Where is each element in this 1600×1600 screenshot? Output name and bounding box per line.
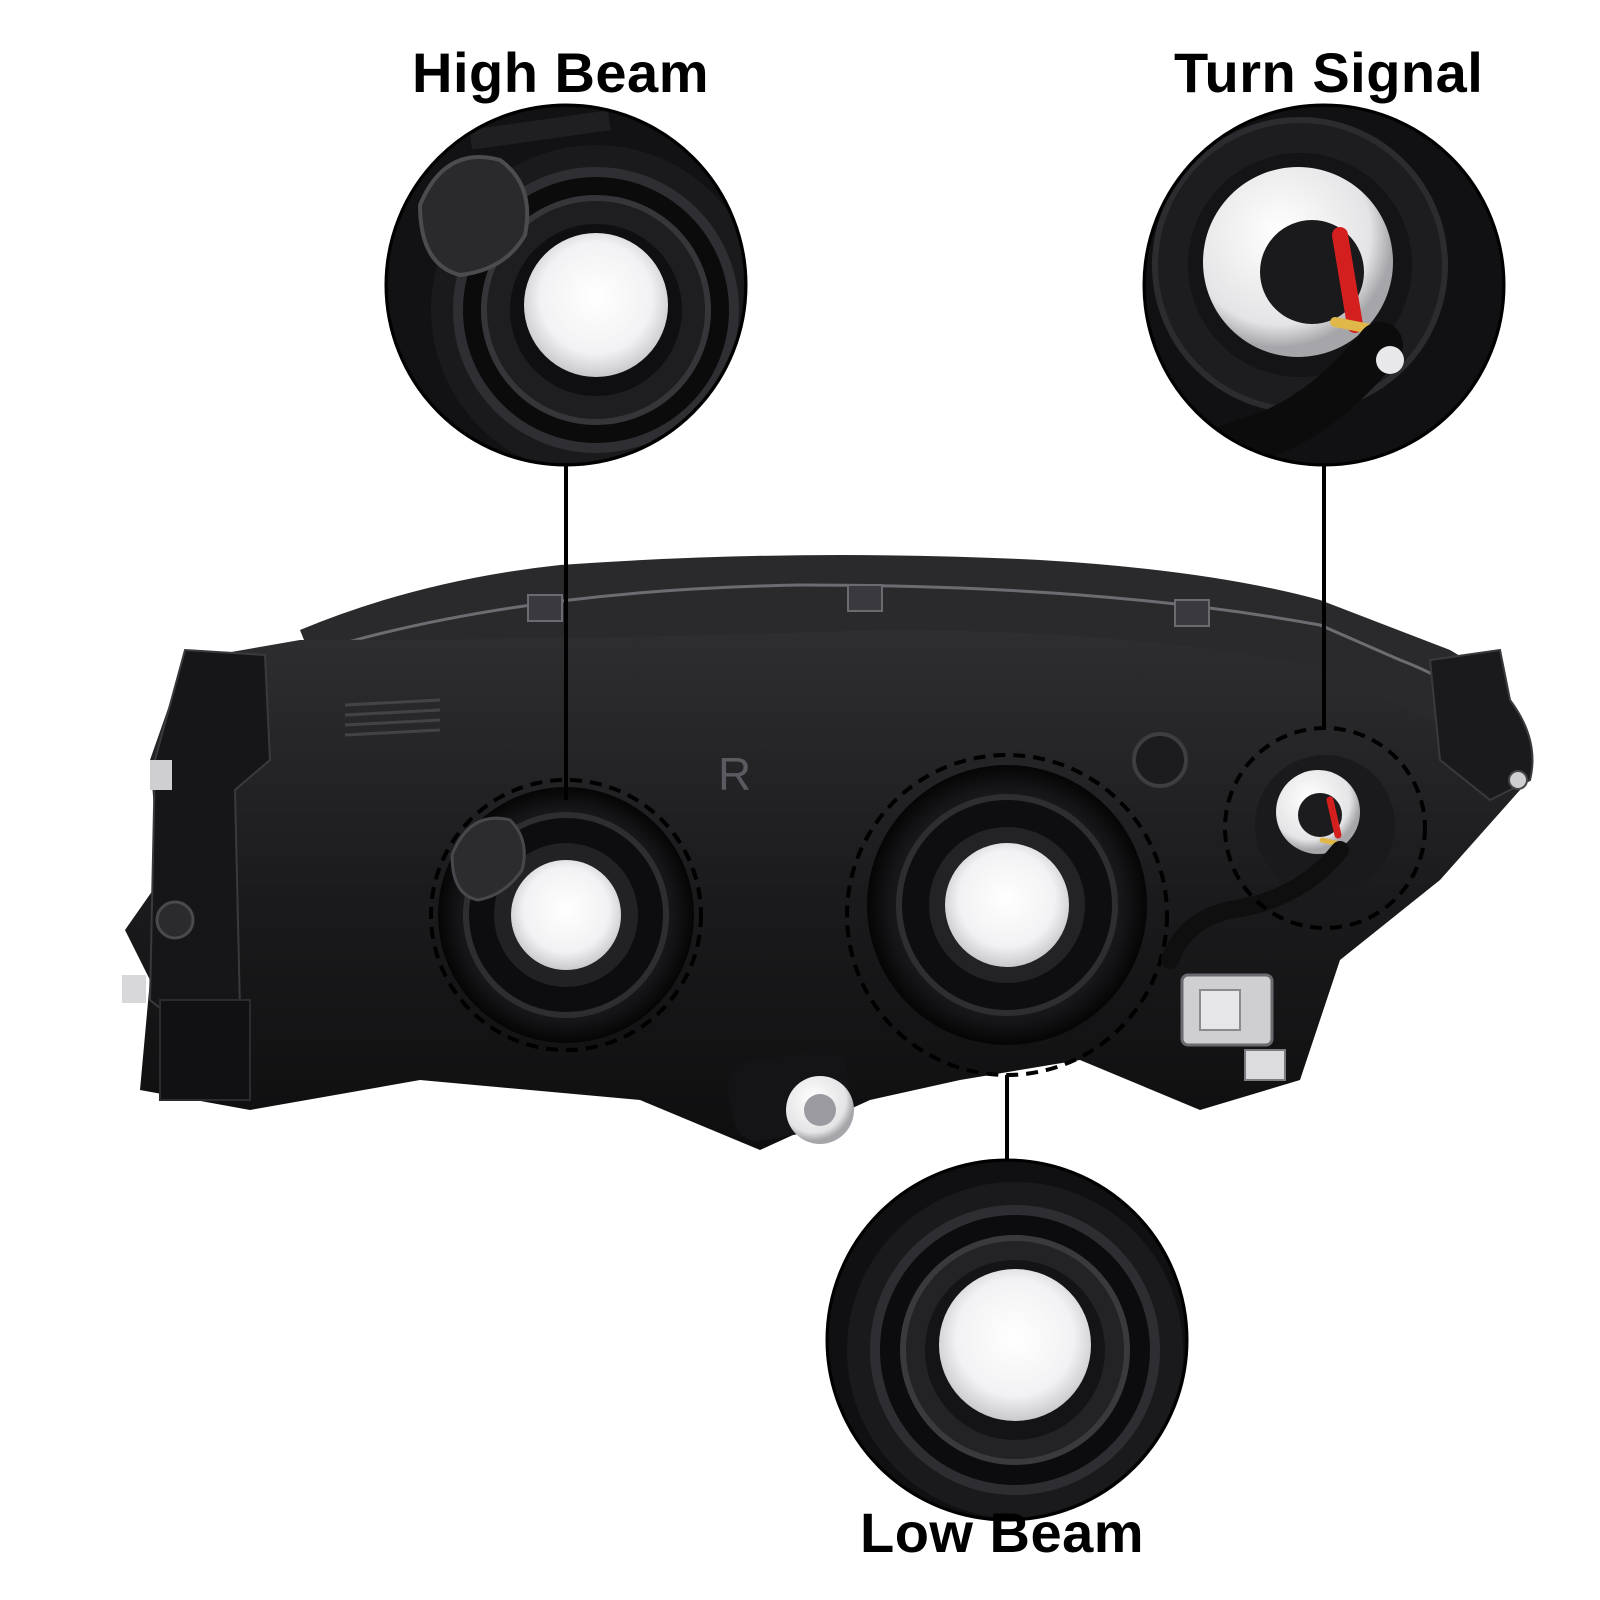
right-mount-screw: [1508, 770, 1528, 790]
high-beam-socket: [438, 787, 694, 1043]
left-mount-tab: [150, 760, 172, 790]
high-beam-lens: [511, 860, 621, 970]
high-beam-locking-tab: [450, 816, 526, 902]
level-adjuster: [1132, 732, 1188, 788]
high-beam-dashed-ring: [429, 778, 703, 1052]
top-clip: [1174, 599, 1210, 627]
turn-signal-zoom-wire-red: [1332, 227, 1363, 333]
embossed-text-block: [344, 698, 441, 737]
turn-signal-harness: [1161, 841, 1349, 969]
high-beam-label: High Beam: [412, 41, 709, 104]
turn-signal-zoom-harness: [1157, 322, 1403, 463]
low-beam-lens: [945, 843, 1069, 967]
top-clip: [527, 594, 563, 622]
turn-signal-wire-red: [1326, 796, 1342, 839]
low-beam-zoom-lens: [939, 1269, 1091, 1421]
top-clip: [847, 584, 883, 612]
housing-chrome-edge: [319, 583, 1502, 741]
side-marking: R: [718, 748, 751, 800]
high-beam-zoom-tab: [417, 155, 530, 278]
adjuster-screw: [155, 900, 195, 940]
wire-connector: [1180, 973, 1286, 1081]
low-beam-socket: [867, 765, 1147, 1045]
left-mount-tab: [122, 975, 146, 1003]
headlight-housing: R: [122, 555, 1534, 1150]
low-beam-zoom-circle: [825, 1158, 1189, 1522]
turn-signal-label: Turn Signal: [1174, 41, 1484, 104]
high-beam-zoom-lens: [524, 233, 668, 377]
low-beam-label: Low Beam: [860, 1501, 1145, 1564]
turn-signal-zoom-circle: [1142, 103, 1506, 467]
high-beam-zoom-circle: [384, 103, 748, 467]
turn-signal-socket: [1161, 755, 1395, 969]
fog-bulb-socket: [727, 1048, 854, 1144]
left-lower-block: [159, 999, 251, 1101]
